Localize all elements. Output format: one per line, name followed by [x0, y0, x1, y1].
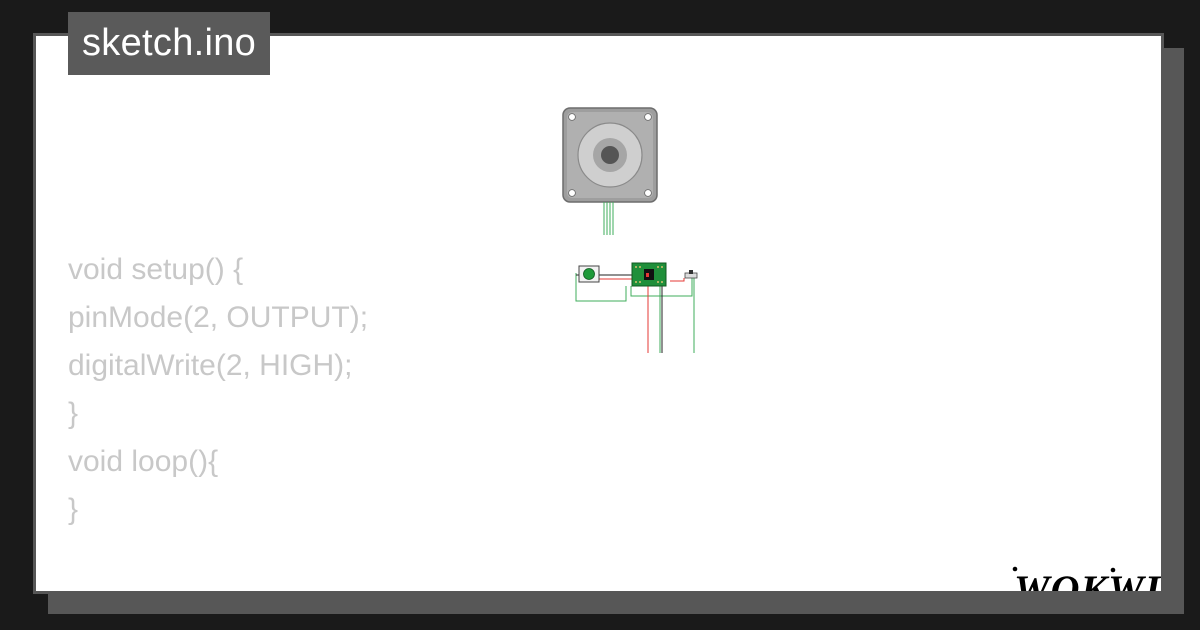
code-line: pinMode(2, OUTPUT);	[68, 301, 369, 334]
pushbutton-icon	[578, 265, 600, 283]
driver-board-icon	[631, 262, 667, 287]
code-line: void setup() {	[68, 253, 244, 286]
code-preview: void setup() { pinMode(2, OUTPUT); digital…	[68, 246, 368, 534]
stepper-motor-icon	[562, 107, 658, 203]
file-name-label: sketch.ino	[82, 22, 257, 64]
file-name-tab: sketch.ino	[68, 12, 271, 75]
logo-dots	[1012, 566, 1116, 573]
code-line: void loop(){	[68, 445, 219, 478]
circuit-diagram	[562, 107, 698, 353]
slide-switch-icon	[684, 270, 698, 279]
wokwi-logo-text: WOKWI	[1014, 567, 1162, 594]
code-line: digitalWrite(2, HIGH);	[68, 349, 353, 382]
code-line: }	[68, 493, 79, 526]
motor-leads	[603, 202, 614, 235]
code-line: }	[68, 397, 79, 430]
preview-card: void setup() { pinMode(2, OUTPUT); digital…	[33, 33, 1164, 594]
wokwi-logo: WOKWI	[1012, 566, 1162, 594]
